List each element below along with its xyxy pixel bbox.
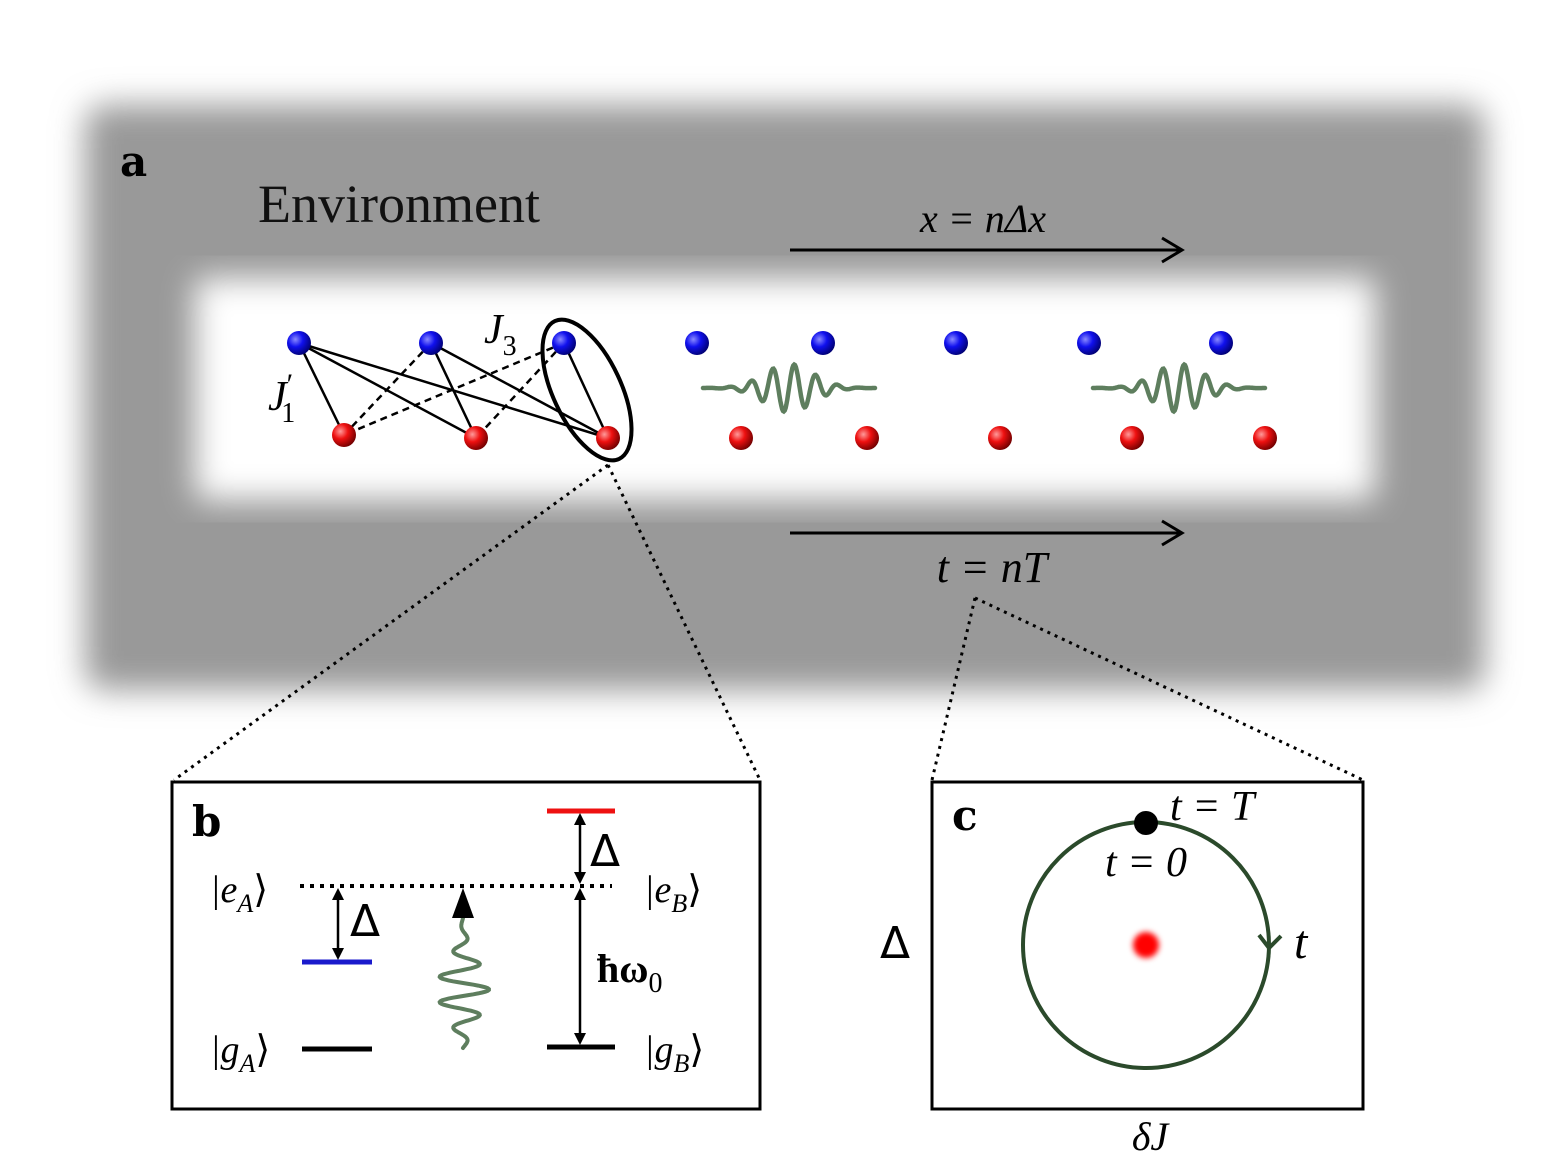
start-point bbox=[1134, 811, 1158, 835]
c-y-axis-label: Δ bbox=[880, 918, 910, 969]
red-atom bbox=[1120, 426, 1144, 450]
photon-wave bbox=[437, 916, 491, 1050]
coupling-lines bbox=[297, 341, 610, 440]
delta-left-arrow bbox=[332, 888, 344, 960]
blue-atom bbox=[685, 331, 709, 355]
coupling-j3-label: J3 bbox=[484, 307, 517, 362]
time-arrow-label: t = nT bbox=[937, 543, 1051, 592]
blue-atoms bbox=[287, 331, 1233, 355]
energy-gap-label: ħω0 bbox=[597, 946, 662, 999]
red-atom bbox=[596, 426, 620, 450]
red-atom bbox=[332, 423, 356, 447]
red-atom bbox=[855, 426, 879, 450]
level-eA-label: |eA⟩ bbox=[210, 869, 268, 918]
level-gB-label: |gB⟩ bbox=[644, 1029, 704, 1078]
coupling-j1-label: J′1 bbox=[268, 368, 295, 429]
panel-c: c t = T t = 0 t Δ δJ bbox=[880, 780, 1365, 1156]
system-region bbox=[195, 278, 1375, 500]
blue-atom bbox=[944, 331, 968, 355]
blue-atom bbox=[1209, 331, 1233, 355]
time-direction-label: t bbox=[1294, 916, 1309, 969]
center-point bbox=[1133, 932, 1159, 958]
blue-atom bbox=[811, 331, 835, 355]
red-atom bbox=[1253, 426, 1277, 450]
level-eB-label: |eB⟩ bbox=[644, 869, 702, 918]
panel-b: b |eA⟩ |gA⟩ |eB⟩ |gB⟩ Δ bbox=[170, 780, 762, 1111]
space-arrow-head bbox=[1161, 236, 1185, 264]
panel-c-label: c bbox=[952, 791, 978, 840]
wave-packet bbox=[1090, 361, 1268, 415]
blue-atom bbox=[419, 331, 443, 355]
wave-packet bbox=[700, 361, 878, 415]
t-equals-0-label: t = 0 bbox=[1105, 840, 1187, 886]
panel-a: a Environment x = nΔx t = nT J′1 J3 bbox=[85, 105, 1485, 690]
red-atom bbox=[729, 426, 753, 450]
red-atoms bbox=[332, 423, 1277, 450]
red-atom bbox=[988, 426, 1012, 450]
unit-cell-ellipse bbox=[540, 317, 634, 463]
zoom-lines bbox=[173, 463, 1364, 782]
panel-a-label: a bbox=[120, 137, 147, 186]
blue-atom bbox=[1077, 331, 1101, 355]
delta-right-label: Δ bbox=[590, 826, 620, 877]
omega-arrow bbox=[574, 888, 586, 1045]
blue-atom bbox=[287, 331, 311, 355]
delta-right-arrow bbox=[574, 813, 586, 884]
space-arrow-label: x = nΔx bbox=[919, 196, 1046, 241]
red-atom bbox=[464, 426, 488, 450]
c-x-axis-label: δJ bbox=[1132, 1114, 1171, 1156]
panel-b-frame bbox=[170, 780, 762, 1111]
orbit-direction-arrow bbox=[1257, 933, 1283, 952]
delta-left-label: Δ bbox=[350, 896, 380, 947]
panel-b-label: b bbox=[192, 797, 221, 846]
photon-arrow-head bbox=[452, 888, 474, 918]
environment-label: Environment bbox=[258, 174, 540, 234]
time-arrow-head bbox=[1161, 519, 1185, 547]
t-equals-T-label: t = T bbox=[1170, 784, 1257, 830]
blue-atom bbox=[552, 331, 576, 355]
level-gA-label: |gA⟩ bbox=[210, 1029, 270, 1078]
